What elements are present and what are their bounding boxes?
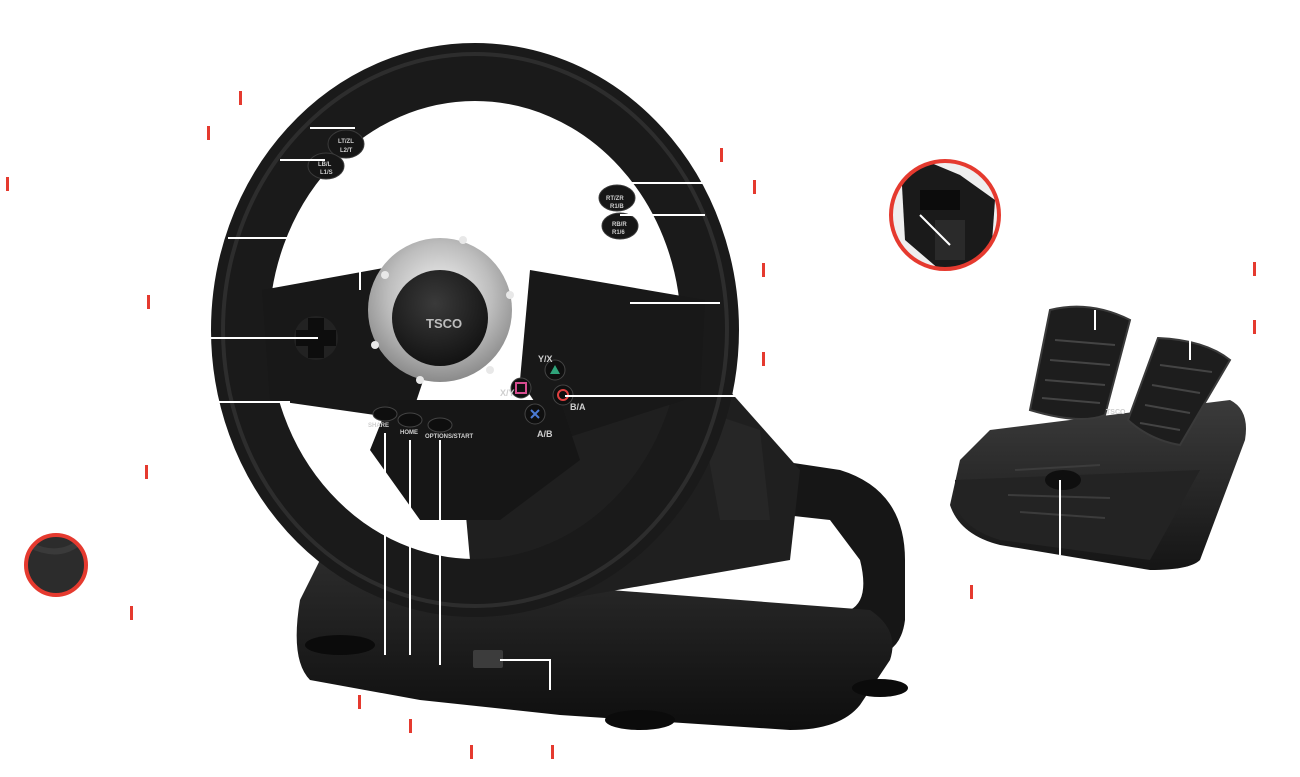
label-share: SHARE [368,423,389,429]
a-button[interactable] [524,403,546,425]
label-x: X/Y [500,388,515,398]
red-markers [6,91,1256,759]
marker-13 [970,585,973,599]
pedal-pivot [1045,470,1081,490]
wheel-logo: TSCO [426,316,462,331]
rt-button[interactable] [598,184,636,212]
foot-right [852,679,908,697]
x-button[interactable] [510,377,532,399]
label-rt: RT/ZR [606,196,624,202]
texture-detail-circle [24,533,88,597]
rb-button[interactable] [601,212,639,240]
accelerator-pedal[interactable] [1126,336,1232,447]
marker-10 [762,352,765,366]
marker-12 [1253,320,1256,334]
share-button[interactable] [372,406,398,422]
y-button[interactable] [544,359,566,381]
label-l1: L1/S [320,170,333,176]
label-lt: LT/ZL [338,139,354,145]
label-b: B/A [570,402,586,412]
wheel-rim [211,43,739,617]
marker-6 [130,606,133,620]
marker-16 [470,745,473,759]
callout-usb [500,659,551,690]
hub-screws [371,236,514,384]
wheel-rim-highlight [221,52,729,608]
label-lb: LB/L [318,162,332,168]
steering-wheel: TSCO Y/X X/Y B/A A/B SHARE HOME OPTIONS/… [211,43,739,617]
label-a: A/B [537,429,553,439]
lt-button[interactable] [327,129,365,159]
label-r2: R1/6 [612,230,625,236]
foot-left [305,635,375,655]
marker-3 [6,177,9,191]
marker-14 [358,695,361,709]
marker-1 [239,91,242,105]
label-home: HOME [400,430,418,436]
pedal-ridges [1041,339,1213,431]
pedal-unit: TSCO [950,305,1246,570]
marker-5 [145,465,148,479]
label-y: Y/X [538,354,553,364]
options-button[interactable] [427,417,453,433]
spoke-bottom [370,400,580,520]
label-options: OPTIONS/START [425,434,474,440]
marker-15 [409,719,412,733]
hub-center [392,270,488,366]
home-button[interactable] [397,412,423,428]
label-rb: RB/R [612,222,627,228]
callout-paddle-detail [919,214,951,246]
marker-8 [753,180,756,194]
paddle-detail-circle [889,159,1001,271]
label-l2: L2/T [340,148,353,154]
marker-4 [147,295,150,309]
marker-17 [551,745,554,759]
marker-2 [207,126,210,140]
pedal-logo: TSCO [1106,409,1126,416]
marker-9 [762,263,765,277]
marker-7 [720,148,723,162]
usb-port [473,650,503,668]
marker-11 [1253,262,1256,276]
pedal-base-face [955,470,1200,560]
label-r1: R1/B [610,204,624,210]
callout-lines [196,127,1191,690]
foot-mid [605,710,675,730]
